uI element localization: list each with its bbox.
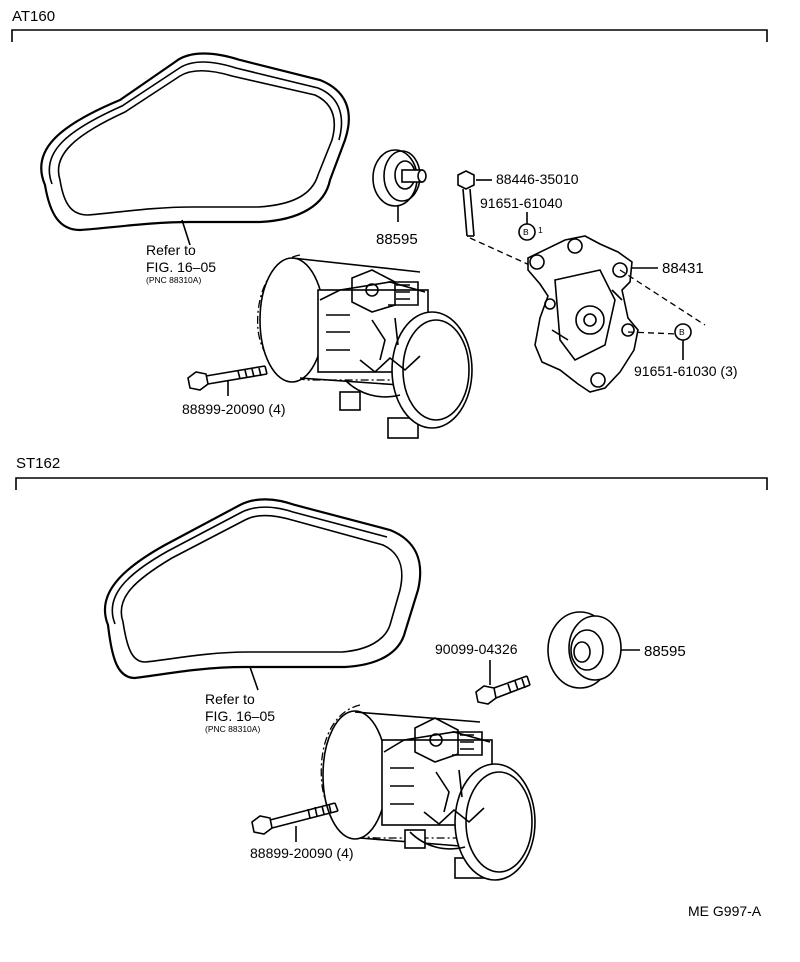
figure-reference: FIG. 16–05 <box>205 708 275 724</box>
nut-callout-b1: 91651-61040 B 1 <box>480 195 563 241</box>
pulley-bolt: 90099-04326 <box>435 641 531 705</box>
section-at160: AT160 Refer to FIG. 16–05 (PNC 88310A) 8… <box>11 8 768 439</box>
callout-sub-number: 1 <box>538 225 543 235</box>
compressor-bolt: 88899-20090 (4) <box>182 365 286 417</box>
compressor-bracket: 88431 <box>527 235 704 393</box>
part-number-88431: 88431 <box>662 260 704 277</box>
section-bracket <box>15 477 768 490</box>
refer-to-text: Refer to <box>205 691 255 707</box>
section-bracket <box>11 29 768 42</box>
section-st162: ST162 Refer to FIG. 16–05 (PNC 88310A) 8… <box>15 455 768 881</box>
pnc-reference: (PNC 88310A) <box>205 724 260 734</box>
section-title: ST162 <box>16 455 60 472</box>
part-number-88595: 88595 <box>376 231 418 248</box>
v-belt <box>103 498 422 691</box>
stud-bolt: 88446-35010 <box>457 170 579 237</box>
ac-compressor <box>256 254 473 439</box>
belt-reference: Refer to FIG. 16–05 (PNC 88310A) <box>146 242 216 285</box>
figure-code: ME G997-A <box>688 903 762 919</box>
callout-letter-b: B <box>679 327 685 337</box>
v-belt <box>40 52 350 246</box>
belt-reference: Refer to FIG. 16–05 (PNC 88310A) <box>205 691 275 734</box>
part-number-88899-20090: 88899-20090 (4) <box>250 845 354 861</box>
pnc-reference: (PNC 88310A) <box>146 275 201 285</box>
part-number-88899-20090: 88899-20090 (4) <box>182 401 286 417</box>
part-number-91651-61030: 91651-61030 (3) <box>634 363 738 379</box>
refer-to-text: Refer to <box>146 242 196 258</box>
section-title: AT160 <box>12 8 55 25</box>
nut-callout-b2: B 91651-61030 (3) <box>634 323 738 379</box>
idler-pulley: 88595 <box>547 611 686 689</box>
assembly-line <box>627 331 679 335</box>
part-number-88595: 88595 <box>644 643 686 660</box>
ac-compressor <box>320 704 536 881</box>
idler-pulley: 88595 <box>372 149 427 248</box>
compressor-bolt: 88899-20090 (4) <box>250 802 354 861</box>
part-number-88446-35010: 88446-35010 <box>496 171 579 187</box>
figure-reference: FIG. 16–05 <box>146 259 216 275</box>
part-number-90099-04326: 90099-04326 <box>435 641 518 657</box>
callout-letter-b: B <box>523 227 529 237</box>
part-number-91651-61040: 91651-61040 <box>480 195 563 211</box>
assembly-line <box>469 237 546 273</box>
assembly-line <box>619 269 706 326</box>
